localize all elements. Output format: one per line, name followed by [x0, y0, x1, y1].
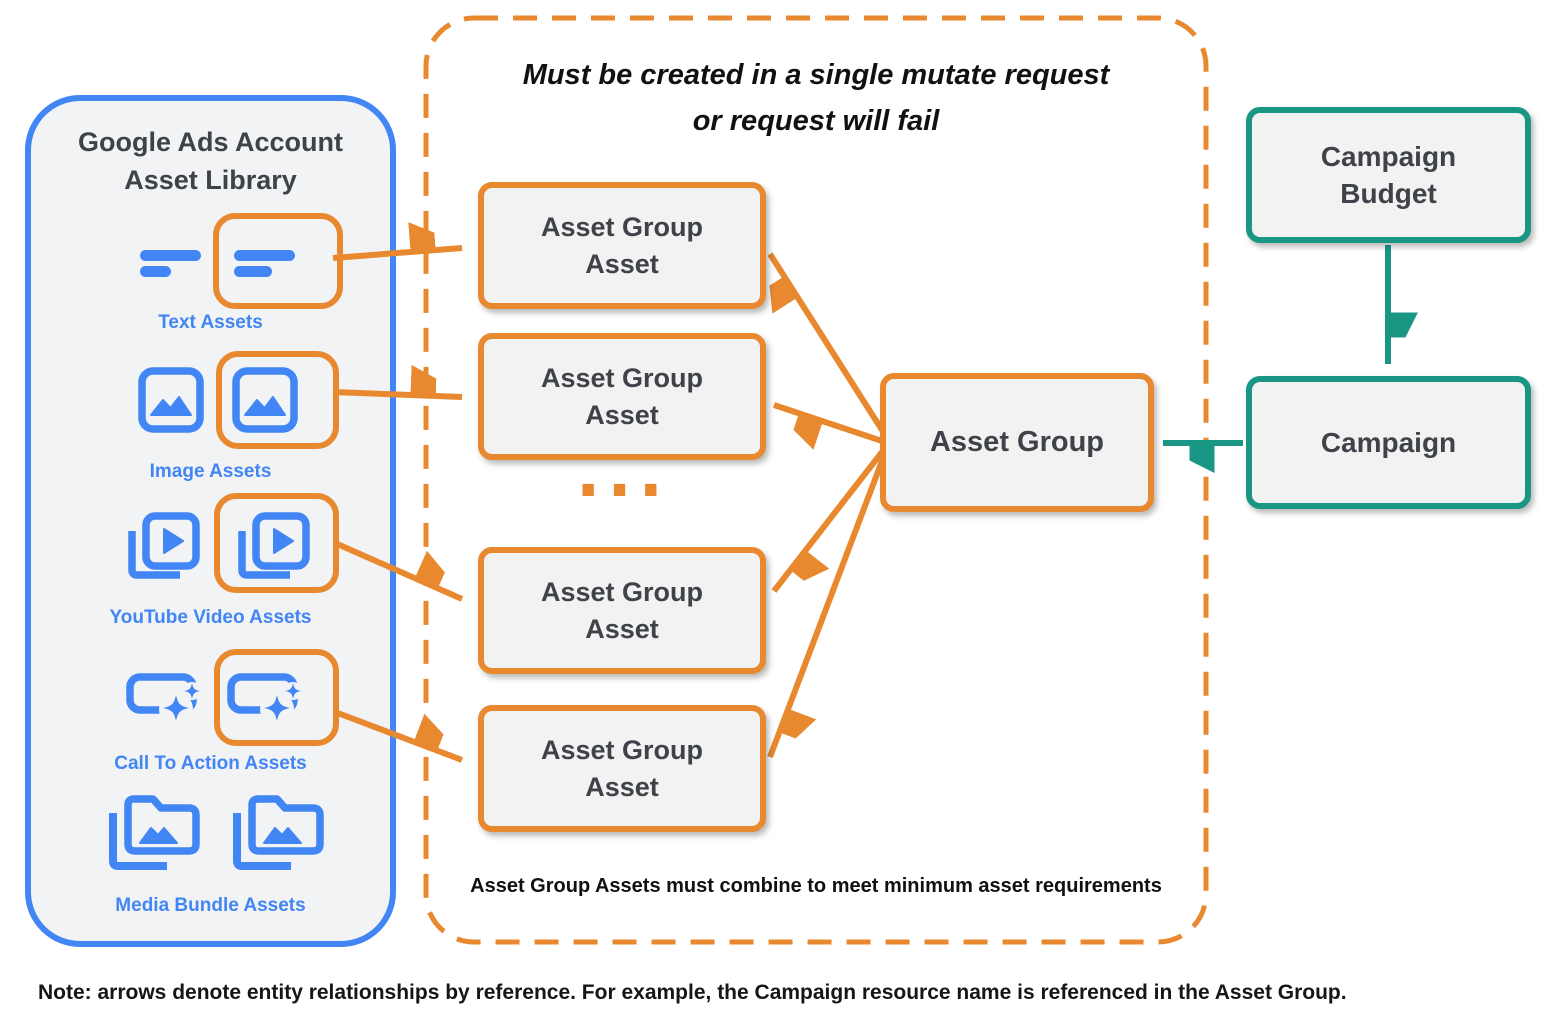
highlight-box-image-asset — [216, 351, 339, 449]
asset-group-box: Asset Group — [880, 373, 1154, 512]
asset-group-asset-box-1: Asset Group Asset — [478, 182, 766, 309]
asset-group-asset-label: Asset Group — [540, 734, 704, 765]
asset-group-asset-box-2: Asset Group Asset — [478, 333, 766, 460]
mutate-footnote: Asset Group Assets must combine to meet … — [470, 875, 1162, 897]
media-bundle-asset-icon — [233, 795, 324, 870]
campaign-label: Campaign — [1320, 427, 1457, 458]
text-asset-icon — [234, 250, 295, 277]
asset-group-asset-label: Asset Group — [540, 362, 704, 393]
text-assets-label: Text Assets — [158, 312, 263, 333]
text-asset-icon — [140, 250, 201, 277]
image-assets-label: Image Assets — [149, 461, 272, 482]
highlight-box-call-to-action-asset — [214, 649, 339, 746]
highlight-box-text-asset — [213, 213, 343, 309]
library-title-line2: Asset Library — [124, 165, 297, 195]
image-asset-icon — [232, 367, 298, 433]
campaign-budget-label: Campaign — [1320, 141, 1457, 172]
asset-group-asset-label: Asset — [585, 248, 659, 279]
ellipsis: ... — [576, 438, 670, 512]
mutate-title-line2: or request will fail — [692, 105, 940, 137]
mutate-title-line1: Must be created in a single mutate reque… — [522, 59, 1110, 91]
asset-group-asset-label: Asset Group — [540, 576, 704, 607]
library-title-line1: Google Ads Account — [77, 127, 343, 157]
call-to-action-assets-label: Call To Action Assets — [114, 753, 307, 774]
mutate-request-title: Must be created in a single mutate reque… — [443, 52, 1189, 144]
campaign-budget-label: Budget — [1340, 178, 1437, 209]
youtube-video-asset-icon — [128, 512, 200, 579]
asset-group-asset-label: Asset — [585, 771, 659, 802]
note-text: Note: arrows denote entity relationships… — [38, 981, 1347, 1004]
media-bundle-asset-icon — [109, 795, 200, 870]
asset-group-label: Asset Group — [929, 426, 1105, 458]
asset-library-panel: Google Ads Account Asset Library Text As… — [25, 95, 396, 947]
asset-group-asset-label: Asset — [585, 613, 659, 644]
call-to-action-asset-icon — [126, 673, 201, 725]
campaign-box: Campaign — [1246, 376, 1531, 509]
youtube-video-assets-label: YouTube Video Assets — [109, 607, 312, 628]
asset-group-asset-label: Asset Group — [540, 211, 704, 242]
campaign-budget-box: Campaign Budget — [1246, 107, 1531, 243]
youtube-video-asset-icon — [238, 512, 310, 579]
asset-group-asset-label: Asset — [585, 399, 659, 430]
library-title: Google Ads Account Asset Library — [31, 123, 390, 199]
asset-group-asset-box-3: Asset Group Asset — [478, 547, 766, 674]
call-to-action-asset-icon — [227, 673, 302, 725]
media-bundle-assets-label: Media Bundle Assets — [115, 895, 306, 916]
asset-group-asset-box-4: Asset Group Asset — [478, 705, 766, 832]
image-asset-icon — [138, 367, 204, 433]
